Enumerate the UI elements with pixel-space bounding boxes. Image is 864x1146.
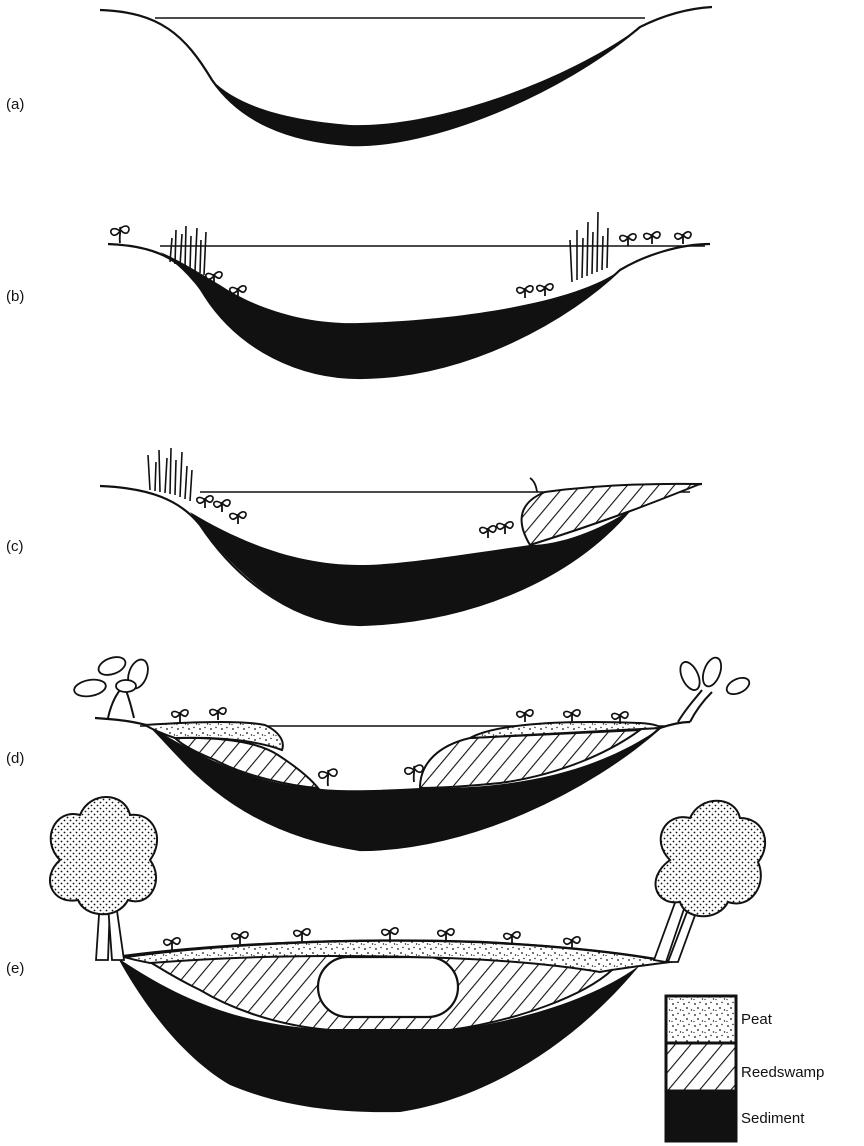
plant-icon (294, 929, 310, 941)
plant-icon (210, 708, 226, 720)
tree-right (654, 801, 765, 962)
legend-label-reedswamp: Reedswamp (741, 1064, 824, 1081)
plant-icon (382, 928, 398, 940)
plant-icon (480, 526, 496, 538)
plant-icon (232, 932, 248, 944)
plant-icon (517, 710, 533, 722)
legend-swatch-peat (666, 996, 736, 1043)
tree-left (50, 797, 157, 960)
panel-c (100, 448, 702, 625)
plant-icon (111, 226, 129, 243)
panel-a (100, 7, 712, 145)
plant-icon (564, 710, 580, 722)
plant-icon (214, 500, 230, 512)
panel-label-d: (d) (6, 750, 24, 767)
sediment-layer (160, 252, 620, 378)
reeds-right (570, 212, 608, 282)
plant-icon (620, 234, 636, 246)
plant-icon (230, 512, 246, 524)
panel-label-a: (a) (6, 96, 24, 113)
sediment-layer (212, 27, 640, 145)
plant-icon (504, 932, 520, 944)
reedswamp-layer (522, 484, 700, 545)
panel-label-b: (b) (6, 288, 24, 305)
open-water-pool (318, 957, 458, 1017)
legend-swatch-reedswamp (666, 1043, 736, 1091)
panel-d (73, 654, 752, 850)
plant-icon (438, 929, 454, 941)
panel-b (108, 212, 710, 378)
legend-swatch-sediment (666, 1091, 736, 1141)
emergent-shoot (530, 478, 537, 492)
panel-label-e: (e) (6, 960, 24, 977)
legend-label-peat: Peat (741, 1011, 772, 1028)
shrub-right (676, 655, 751, 722)
plant-icon (517, 286, 533, 298)
panel-label-c: (c) (6, 538, 24, 555)
plant-icon (172, 710, 188, 722)
legend-label-sediment: Sediment (741, 1110, 804, 1127)
plant-icon (164, 938, 180, 950)
plant-icon (537, 284, 553, 296)
plant-icon (644, 232, 660, 244)
plant-icon (497, 522, 513, 534)
plant-icon (675, 232, 691, 244)
legend (666, 996, 736, 1141)
plant-icon (319, 769, 337, 786)
reeds-left (148, 448, 192, 501)
plant-icon (197, 496, 213, 508)
shrub-left (73, 654, 152, 718)
